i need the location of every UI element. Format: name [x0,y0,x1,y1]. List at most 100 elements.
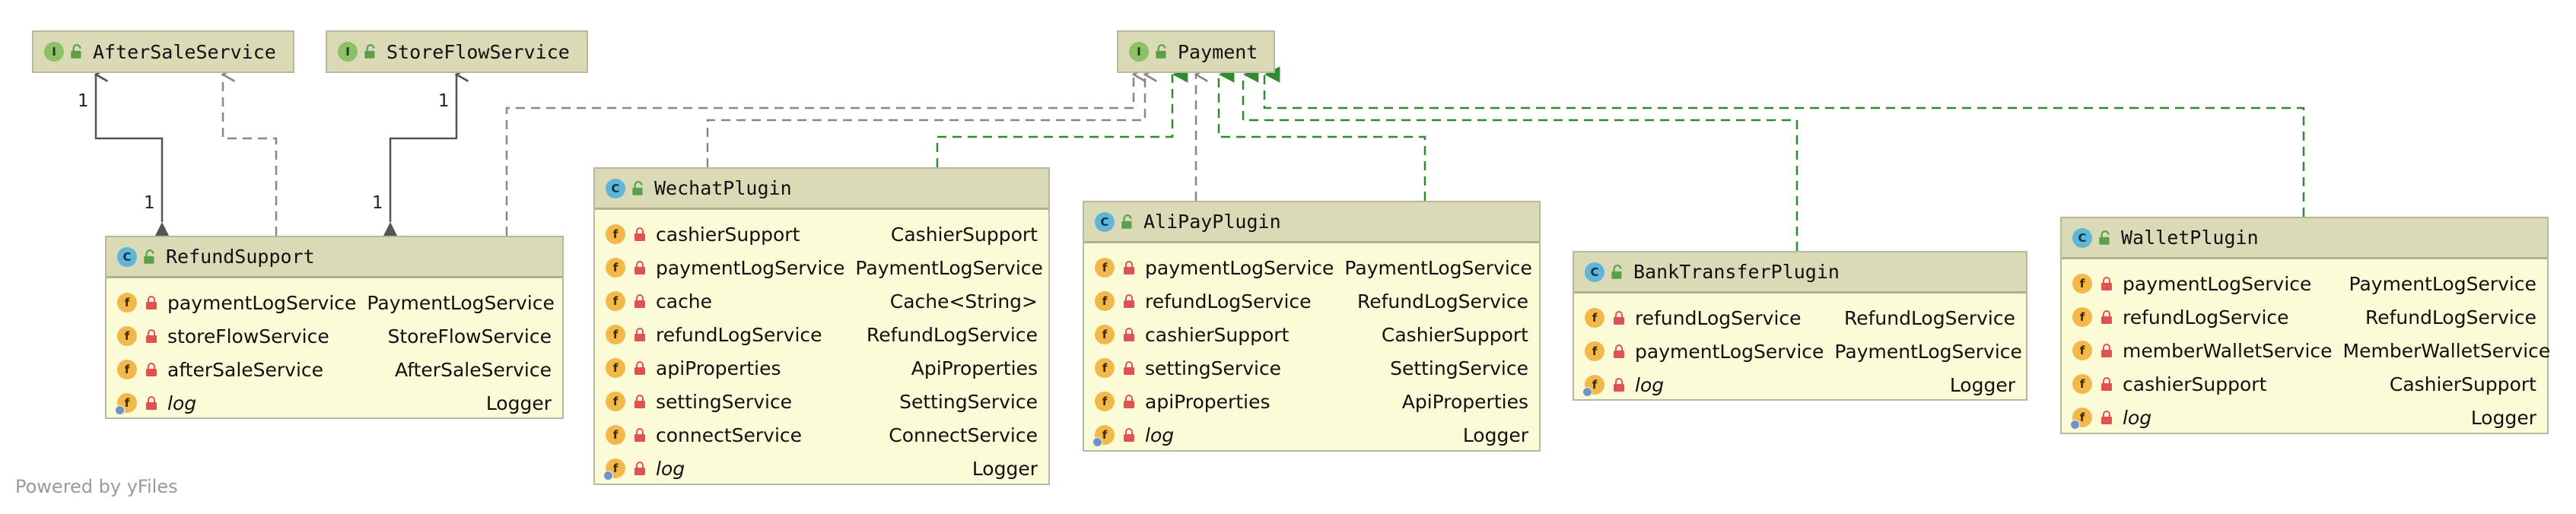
field-name: cashierSupport [2123,373,2267,395]
interface-node-aftersaleservice[interactable]: I AfterSaleService [32,30,294,73]
class-icon: C [1095,211,1115,232]
multiplicity-label: 1 [144,193,155,213]
private-lock-icon [634,361,645,375]
field-name: connectService [656,424,803,446]
public-visibility-icon [2099,230,2110,245]
field-type: RefundLogService [2365,306,2536,328]
public-visibility-icon [364,44,375,59]
private-lock-icon [2101,277,2112,290]
field-name: paymentLogService [2123,272,2312,295]
private-lock-icon [1124,261,1134,274]
field-name: paymentLogService [1145,256,1334,279]
edge-implementation-wechatplugin-payment [936,66,1188,167]
interface-name: AfterSaleService [93,40,276,63]
static-field-icon: f [1582,375,1604,397]
field-name: refundLogService [1145,290,1312,313]
field-name: apiProperties [1145,390,1271,413]
field-type: SettingService [1390,357,1528,379]
private-lock-icon [1614,311,1624,325]
multiplicity-label: 1 [78,91,89,111]
private-lock-icon [1614,344,1624,358]
class-name: BankTransferPlugin [1633,261,1840,283]
field-type: Cache<String> [889,290,1038,313]
class-icon: C [2072,227,2092,248]
private-lock-icon [2101,344,2112,357]
field-icon: f [606,358,625,378]
field-name: memberWalletService [2123,339,2333,362]
interface-name: Payment [1178,40,1258,63]
field-type: PaymentLogService [1834,340,2022,363]
interface-node-storeflowservice[interactable]: I StoreFlowService [326,30,588,73]
field-icon: f [2072,307,2092,327]
private-lock-icon [1124,328,1134,341]
private-lock-icon [146,329,157,343]
field-icon: f [606,325,625,344]
private-lock-icon [634,294,645,308]
field-icon: f [606,425,625,445]
field-name: cashierSupport [1145,323,1290,346]
private-lock-icon [1124,294,1134,308]
field-name: storeFlowService [167,325,329,347]
field-name: refundLogService [656,323,822,346]
field-type: SettingService [899,390,1038,413]
field-icon: f [1095,325,1115,344]
field-name: cashierSupport [656,223,800,246]
field-type: ApiProperties [911,357,1038,379]
edge-implementation-walletplugin-payment [1263,66,2305,217]
field-row[interactable]: f apiProperties ApiProperties [595,351,1048,385]
interface-node-payment[interactable]: I Payment [1117,30,1275,73]
field-name: log [2123,406,2152,429]
multiplicity-label: 1 [438,91,450,111]
field-type: StoreFlowService [387,325,552,347]
public-visibility-icon [632,180,643,195]
private-lock-icon [1124,361,1134,375]
field-type: RefundLogService [1356,290,1528,313]
field-name: log [1145,424,1175,446]
field-type: Logger [1949,373,2015,396]
field-type: MemberWalletService [2342,339,2551,362]
field-name: apiProperties [656,357,781,379]
public-visibility-icon [1611,264,1622,279]
field-icon: f [1585,308,1604,328]
field-type: RefundLogService [1843,306,2015,329]
interface-name: StoreFlowService [386,40,570,63]
field-name: log [167,392,197,414]
field-type: PaymentLogService [855,256,1043,279]
edge-composition-refundsupport-aftersaleservice [96,75,169,249]
field-type: AfterSaleService [395,358,552,381]
field-name: log [656,457,685,480]
field-name: afterSaleService [167,358,324,381]
